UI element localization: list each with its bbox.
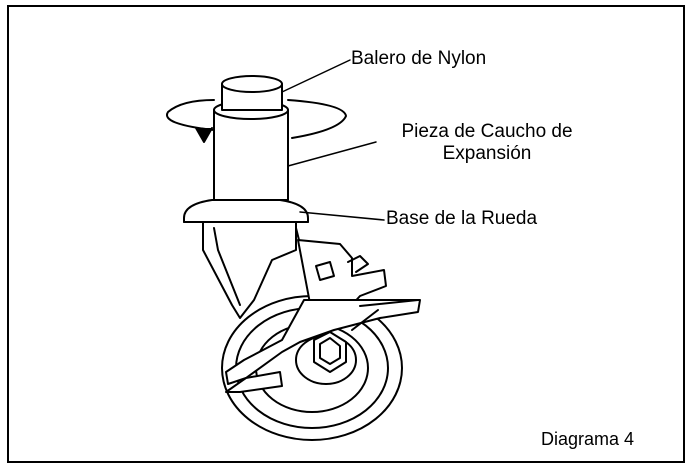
label-nylon-bearing: Balero de Nylon — [351, 48, 487, 69]
brake-lever — [225, 239, 421, 393]
rotation-arrow-icon — [165, 99, 347, 143]
nylon-bearing — [221, 75, 283, 111]
diagram-frame — [7, 5, 685, 463]
label-rubber-expansion: Pieza de Caucho de Expansión — [377, 121, 597, 165]
diagram-caption: Diagrama 4 — [541, 429, 635, 449]
label-rubber-expansion-line1: Pieza de Caucho de — [401, 121, 573, 142]
label-rubber-expansion-line2: Expansión — [442, 143, 532, 164]
callout-lines — [281, 59, 385, 221]
rubber-expansion-sleeve — [213, 100, 289, 201]
wheel-base-plate — [183, 199, 309, 223]
hex-bolt-icon — [313, 331, 347, 373]
label-wheel-base: Base de la Rueda — [386, 208, 538, 229]
